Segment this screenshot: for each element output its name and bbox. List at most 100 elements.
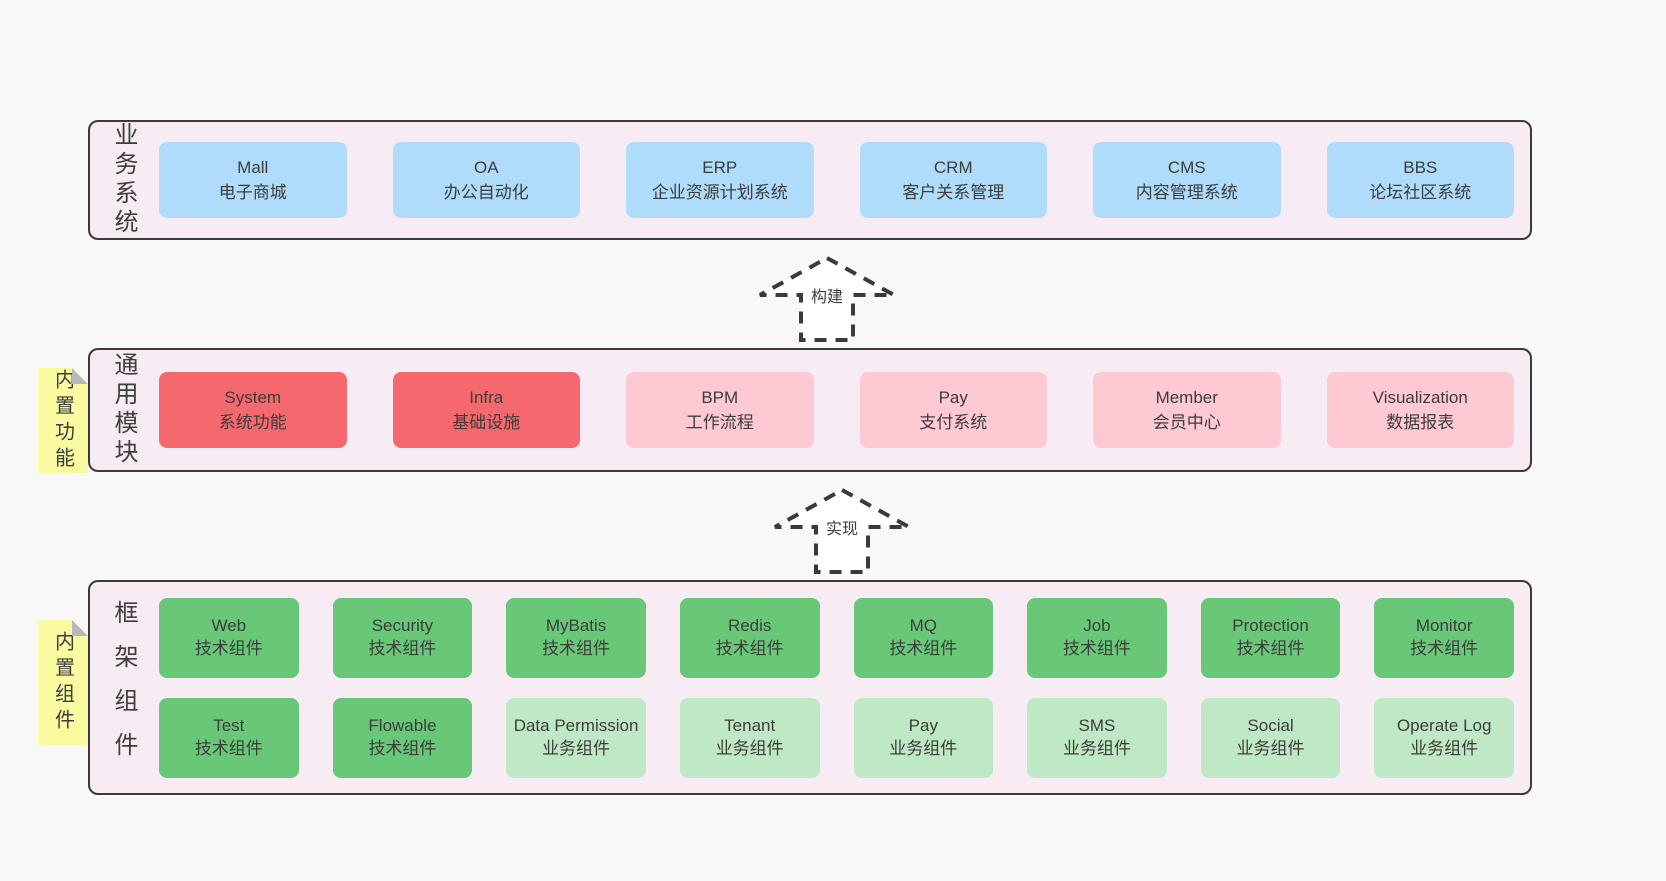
- box-title: System: [224, 387, 282, 407]
- box-title: BPM: [701, 387, 739, 407]
- box-title: CMS: [1167, 157, 1206, 177]
- box-subtitle: 企业资源计划系统: [651, 183, 788, 202]
- box-social: Social 业务组件: [1200, 697, 1341, 778]
- box-infra: Infra 基础设施: [392, 372, 580, 448]
- box-subtitle: 业务组件: [1410, 738, 1479, 758]
- box-subtitle: 内容管理系统: [1135, 183, 1238, 202]
- box-title: ERP: [702, 157, 738, 177]
- box-bpm: BPM 工作流程: [626, 372, 814, 448]
- box-title: Infra: [469, 387, 504, 407]
- build-arrow: 构建: [757, 255, 897, 343]
- sticky-label: 内置功能: [51, 368, 74, 473]
- box-title: Pay: [938, 387, 968, 407]
- box-subtitle: 会员中心: [1152, 413, 1221, 432]
- box-subtitle: 论坛社区系统: [1369, 183, 1472, 202]
- box-redis: Redis 技术组件: [679, 597, 820, 678]
- band-label-framework-components: 框架组件: [110, 599, 137, 776]
- box-mybatis: MyBatis 技术组件: [506, 597, 646, 678]
- framework-components-rows: Web 技术组件 Security 技术组件 MyBatis 技术组件 Redi…: [159, 597, 1514, 778]
- box-pay-business: Pay 业务组件: [853, 697, 994, 778]
- box-bbs: BBS 论坛社区系统: [1326, 142, 1514, 218]
- box-title: Redis: [727, 615, 772, 635]
- box-subtitle: 业务组件: [1062, 738, 1131, 758]
- box-subtitle: 基础设施: [452, 413, 521, 432]
- framework-row-2: Test 技术组件 Flowable 技术组件 Data Permission …: [159, 697, 1514, 778]
- box-subtitle: 工作流程: [685, 413, 754, 432]
- box-title: MQ: [909, 615, 937, 635]
- box-subtitle: 业务组件: [715, 738, 784, 758]
- folded-corner-icon: [72, 620, 88, 636]
- box-title: Operate Log: [1396, 715, 1492, 735]
- box-job: Job 技术组件: [1027, 597, 1167, 678]
- sticky-built-in-features: 内置功能: [38, 368, 88, 473]
- box-subtitle: 业务组件: [542, 738, 611, 758]
- box-system: System 系统功能: [159, 372, 347, 448]
- box-security: Security 技术组件: [332, 597, 473, 678]
- band-business-systems: 业务系统 Mall 电子商城 OA 办公自动化 ERP 企业资源计划系统 CRM…: [88, 120, 1532, 240]
- band-common-modules: 通用模块 System 系统功能 Infra 基础设施 BPM 工作流程 Pay…: [88, 348, 1532, 472]
- box-crm: CRM 客户关系管理: [859, 142, 1047, 218]
- box-title: Pay: [908, 715, 938, 735]
- band-framework-components: 框架组件 Web 技术组件 Security 技术组件 MyBatis 技术组件…: [88, 580, 1532, 795]
- box-subtitle: 技术组件: [542, 638, 611, 658]
- box-subtitle: 支付系统: [919, 413, 988, 432]
- box-operate-log: Operate Log 业务组件: [1374, 697, 1514, 778]
- framework-row-1: Web 技术组件 Security 技术组件 MyBatis 技术组件 Redi…: [159, 597, 1514, 678]
- box-subtitle: 技术组件: [1410, 638, 1479, 658]
- box-title: Web: [211, 615, 247, 635]
- box-title: Protection: [1232, 615, 1309, 635]
- implement-arrow-label: 实现: [822, 513, 862, 542]
- box-subtitle: 业务组件: [889, 738, 958, 758]
- box-subtitle: 技术组件: [194, 638, 263, 658]
- box-subtitle: 技术组件: [889, 638, 958, 658]
- box-tenant: Tenant 业务组件: [679, 697, 820, 778]
- box-visualization: Visualization 数据报表: [1326, 372, 1514, 448]
- folded-corner-icon: [72, 368, 88, 384]
- box-subtitle: 电子商城: [218, 183, 287, 202]
- box-subtitle: 办公自动化: [443, 183, 529, 202]
- box-title: BBS: [1403, 157, 1438, 177]
- box-title: Mall: [237, 157, 269, 177]
- box-sms: SMS 业务组件: [1027, 697, 1167, 778]
- band-label-business-systems: 业务系统: [110, 122, 137, 238]
- box-subtitle: 技术组件: [1062, 638, 1131, 658]
- box-subtitle: 技术组件: [715, 638, 784, 658]
- business-systems-boxes: Mall 电子商城 OA 办公自动化 ERP 企业资源计划系统 CRM 客户关系…: [159, 142, 1514, 218]
- box-title: Visualization: [1372, 387, 1468, 407]
- box-pay: Pay 支付系统: [859, 372, 1047, 448]
- box-protection: Protection 技术组件: [1200, 597, 1341, 678]
- build-arrow-label: 构建: [807, 281, 847, 310]
- sticky-label: 内置组件: [51, 630, 74, 735]
- box-title: Social: [1247, 715, 1294, 735]
- box-title: Monitor: [1415, 615, 1473, 635]
- box-data-permission: Data Permission 业务组件: [506, 697, 646, 778]
- implement-arrow: 实现: [772, 487, 912, 575]
- box-title: Member: [1155, 387, 1218, 407]
- box-cms: CMS 内容管理系统: [1093, 142, 1281, 218]
- box-subtitle: 客户关系管理: [902, 183, 1005, 202]
- box-subtitle: 业务组件: [1236, 738, 1305, 758]
- box-subtitle: 数据报表: [1386, 413, 1455, 432]
- box-erp: ERP 企业资源计划系统: [626, 142, 814, 218]
- box-title: MyBatis: [545, 615, 607, 635]
- box-oa: OA 办公自动化: [392, 142, 580, 218]
- box-flowable: Flowable 技术组件: [332, 697, 473, 778]
- box-title: Security: [371, 615, 434, 635]
- box-member: Member 会员中心: [1093, 372, 1281, 448]
- band-label-common-modules: 通用模块: [110, 352, 137, 468]
- box-title: OA: [473, 157, 499, 177]
- box-title: CRM: [933, 157, 973, 177]
- sticky-built-in-components: 内置组件: [38, 620, 88, 745]
- box-title: SMS: [1078, 715, 1116, 735]
- box-subtitle: 技术组件: [368, 738, 437, 758]
- box-mq: MQ 技术组件: [853, 597, 994, 678]
- box-subtitle: 技术组件: [368, 638, 437, 658]
- box-title: Job: [1083, 615, 1111, 635]
- box-title: Test: [213, 715, 245, 735]
- box-mall: Mall 电子商城: [159, 142, 347, 218]
- box-subtitle: 系统功能: [218, 413, 287, 432]
- box-title: Data Permission: [513, 715, 639, 735]
- box-web: Web 技术组件: [159, 597, 299, 678]
- box-test: Test 技术组件: [159, 697, 299, 778]
- box-subtitle: 技术组件: [1236, 638, 1305, 658]
